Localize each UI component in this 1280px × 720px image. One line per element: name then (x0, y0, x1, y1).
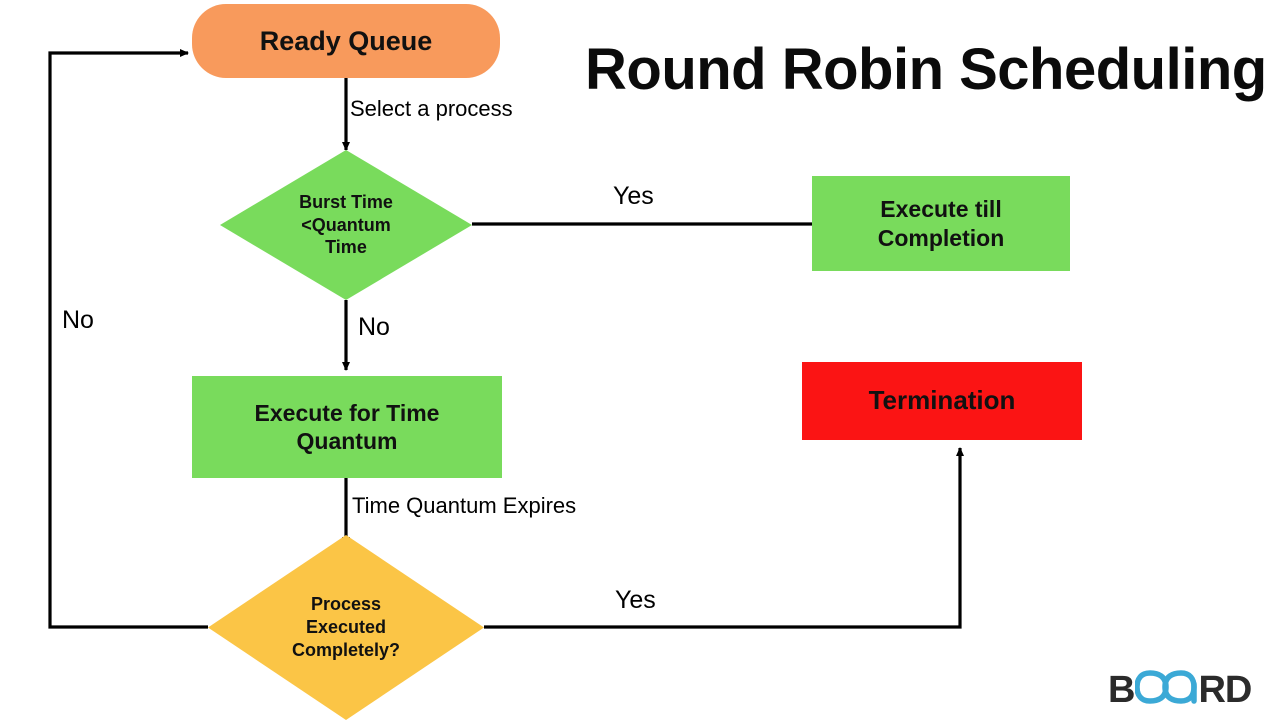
node-burst-time-check[interactable]: Burst Time <Quantum Time (220, 150, 472, 300)
node-termination-label: Termination (868, 385, 1016, 416)
node-burst-time-check-label: Burst Time <Quantum Time (299, 191, 393, 258)
page-title: Round Robin Scheduling (585, 37, 1267, 102)
edge-done-yes (484, 447, 964, 629)
burst-time-diamond-shape (220, 150, 472, 300)
node-process-executed-check-label: Process Executed Completely? (291, 594, 401, 660)
node-execute-till-completion[interactable]: Execute till Completion (812, 176, 1070, 271)
node-ready-queue-label: Ready Queue (259, 25, 433, 56)
board-logo: B RD (1108, 668, 1252, 711)
node-ready-queue[interactable]: Ready Queue (192, 4, 500, 78)
node-execute-till-completion-label: Execute till Completion (877, 196, 1005, 251)
edge-label-done-no: No (62, 306, 94, 334)
board-logo-prefix: B (1108, 668, 1135, 711)
edge-label-time-quantum-expires: Time Quantum Expires (352, 493, 577, 518)
edge-label-burst-yes: Yes (613, 182, 654, 210)
node-execute-for-time-quantum[interactable]: Execute for Time Quantum (192, 376, 502, 478)
node-execute-for-time-quantum-label: Execute for Time Quantum (254, 399, 440, 454)
process-executed-diamond-shape (208, 535, 484, 720)
edge-label-burst-no: No (358, 313, 390, 341)
infinity-mark-icon (1134, 668, 1198, 711)
edge-label-select-a-process: Select a process (350, 96, 513, 121)
board-logo-suffix: RD (1198, 668, 1252, 711)
node-process-executed-check[interactable]: Process Executed Completely? (208, 535, 484, 720)
edge-done-no (48, 49, 208, 629)
edge-label-done-yes: Yes (615, 586, 656, 614)
node-termination[interactable]: Termination (802, 362, 1082, 440)
